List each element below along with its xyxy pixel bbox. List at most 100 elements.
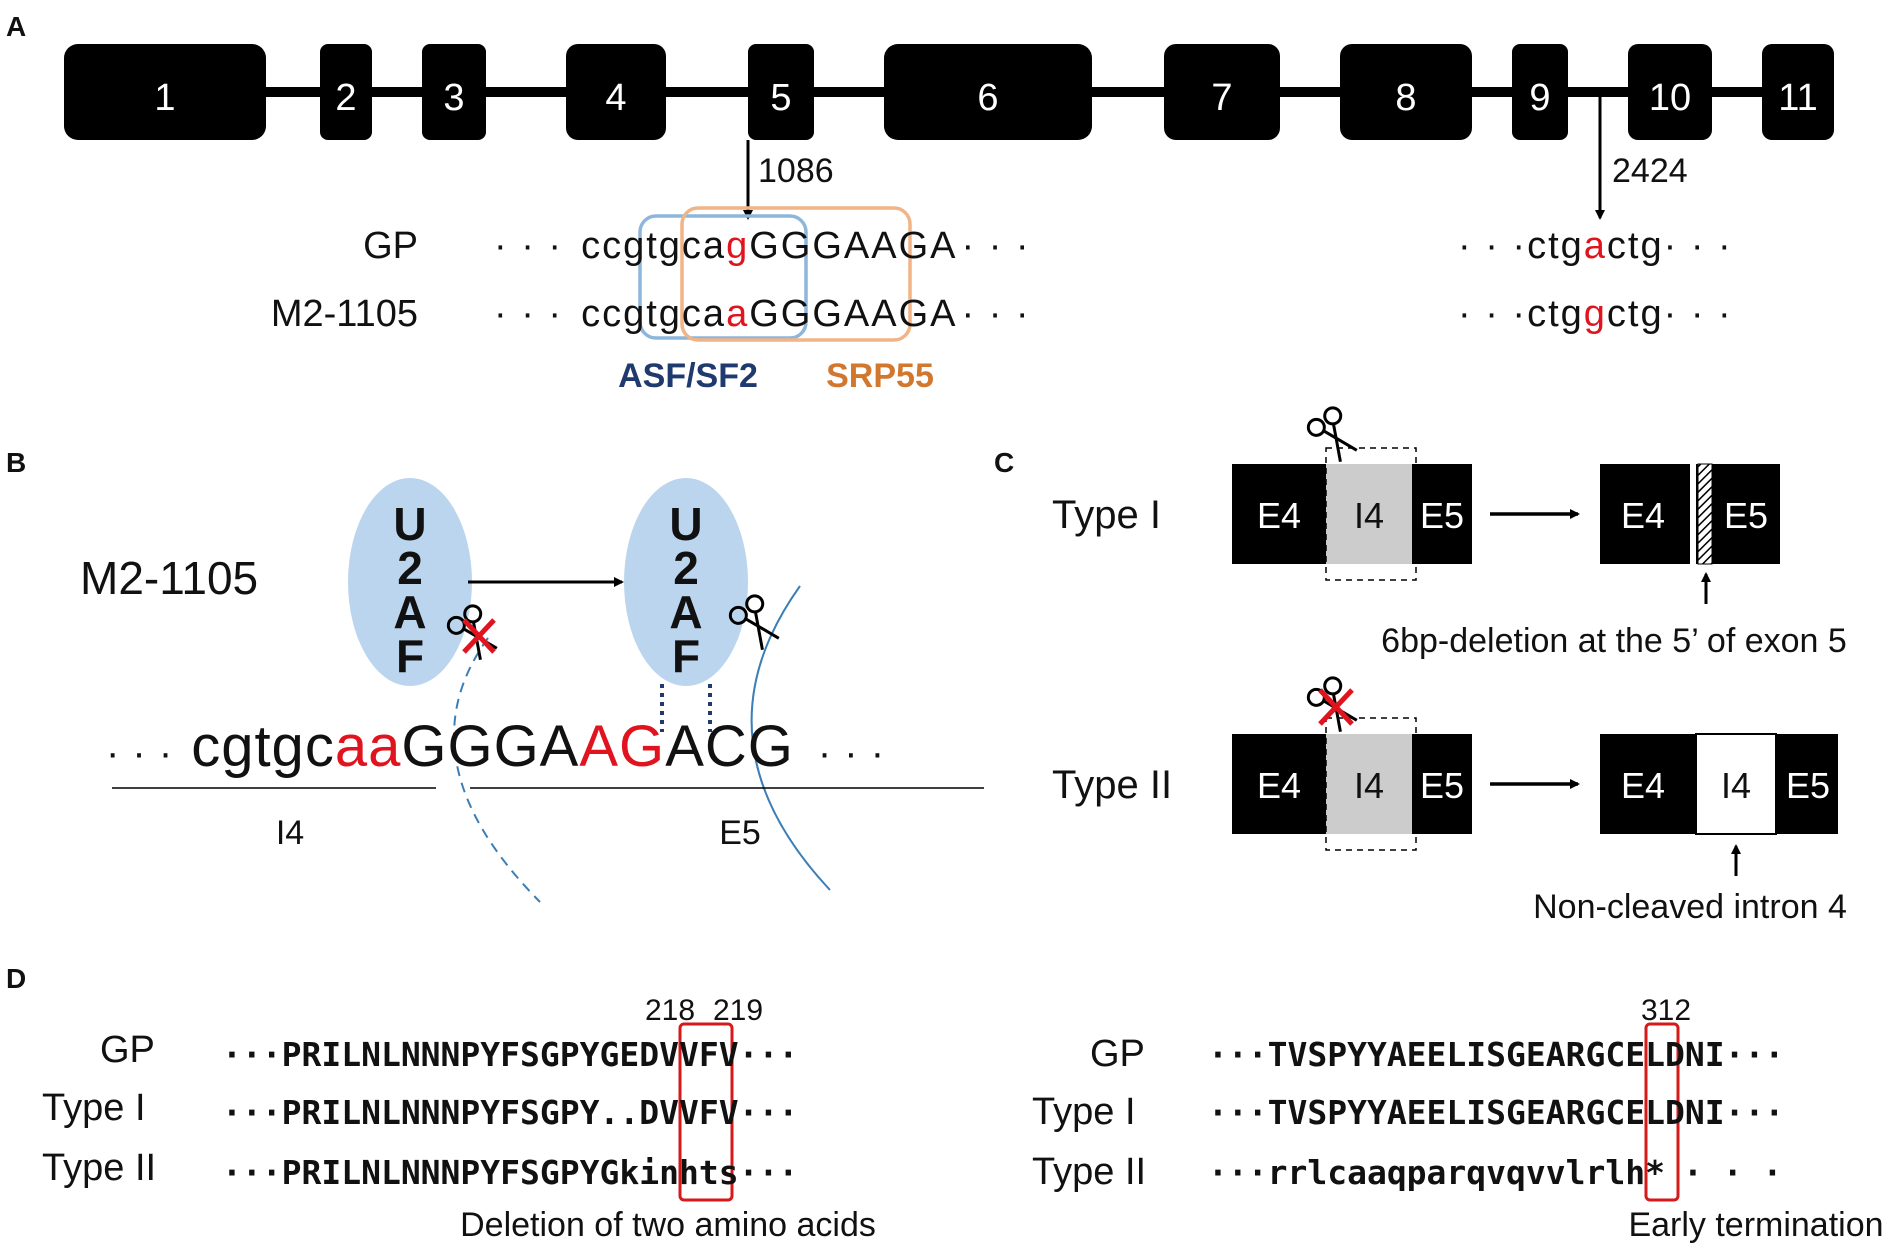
- srp55-box: [680, 206, 912, 342]
- m2-1105-mutation-base: a: [726, 293, 749, 335]
- row-label-m2-1105: M2-1105: [271, 293, 418, 335]
- u2af-complex-original: [348, 478, 472, 686]
- svg-text:I4: I4: [1721, 765, 1751, 806]
- cleavage-arc-original: [453, 637, 541, 903]
- panel-a-label: A: [6, 11, 26, 42]
- scissors-icon-active: [728, 594, 780, 651]
- svg-text:E4: E4: [1621, 495, 1665, 536]
- u2af2-letter-f: F: [672, 630, 700, 682]
- left-note: Deletion of two amino acids: [460, 1206, 876, 1244]
- panel-b-title: M2-1105: [80, 552, 258, 604]
- m2-1105-sequence-right: · · ·ctggctg· · ·: [1458, 293, 1733, 335]
- svg-text:I4: I4: [1354, 495, 1384, 536]
- type1-mrna: E4 E5: [1600, 463, 1780, 565]
- m2-1105-sequence: · · ·ccgtgcaaGGGAAGA· · ·: [494, 293, 1031, 335]
- block-x-icon-c: [1318, 688, 1354, 726]
- right-seq-type2: ···rrlcaaqparqvqvvlrlh*· · ·: [1208, 1153, 1782, 1192]
- right-seq-gp: ···TVSPYYAEELISGEARGCELDNI···: [1208, 1035, 1784, 1074]
- exon-label-7: 7: [1211, 77, 1232, 119]
- left-position-219: 219: [713, 994, 763, 1027]
- position-label-1086: 1086: [758, 152, 834, 190]
- type2-label: Type II: [1052, 763, 1172, 807]
- gp-mutation-base: g: [726, 225, 749, 267]
- u2af-complex-shifted: [624, 478, 748, 686]
- exon-3: [422, 44, 486, 140]
- svg-text:E5: E5: [1724, 495, 1768, 536]
- exon-label-2: 2: [335, 77, 356, 119]
- exon-label-4: 4: [605, 77, 626, 119]
- svg-text:E4: E4: [1257, 765, 1301, 806]
- type1-label: Type I: [1052, 493, 1161, 537]
- right-highlight-box: [1644, 1022, 1680, 1202]
- exon-7: [1164, 44, 1280, 140]
- u2af1-letter-2: 2: [397, 542, 423, 594]
- u2af1-letter-u: U: [393, 498, 426, 550]
- panel-d: D 218 219 GP Type I Type II ···PRILNLNNN…: [6, 963, 1884, 1244]
- svg-text:E5: E5: [1420, 495, 1464, 536]
- panel-d-label: D: [6, 963, 26, 994]
- type1-note: 6bp-deletion at the 5’ of exon 5: [1381, 622, 1847, 660]
- svg-text:E5: E5: [1420, 765, 1464, 806]
- left-position-218: 218: [645, 994, 695, 1027]
- left-row-label-gp: GP: [100, 1029, 155, 1071]
- cleavage-arc-new: [750, 585, 831, 891]
- left-seq-type1: ···PRILNLNNNPYFSGPY..DVVFV···: [222, 1093, 798, 1132]
- u2af2-letter-u: U: [669, 498, 702, 550]
- m2-1105-mutation-base-right: g: [1584, 293, 1607, 335]
- position-label-2424: 2424: [1612, 152, 1688, 190]
- left-seq-gp: ···PRILNLNNNPYFSGPYGEDVVFV···: [222, 1035, 798, 1074]
- right-note: Early termination: [1628, 1206, 1883, 1244]
- svg-text:E5: E5: [1786, 765, 1830, 806]
- u2af2-letter-2: 2: [673, 542, 699, 594]
- exon-label-9: 9: [1529, 77, 1550, 119]
- type2-note: Non-cleaved intron 4: [1533, 888, 1847, 926]
- u2af1-letter-f: F: [396, 630, 424, 682]
- row-label-gp: GP: [363, 225, 418, 267]
- exon-8: [1340, 44, 1472, 140]
- exon-label-5: 5: [770, 77, 791, 119]
- gene-structure: 1 2 3 4 5 6 7 8 9 10 11: [64, 44, 1834, 140]
- type2-pre-mrna: E4 I4 E5: [1232, 717, 1472, 851]
- panel-b-mutation-aa: aa: [335, 714, 402, 779]
- left-highlight-box: [678, 1022, 734, 1202]
- block-x-icon-b: [462, 618, 496, 654]
- panel-c-label: C: [994, 447, 1014, 478]
- type2-mrna: E4 I4 E5: [1600, 733, 1838, 835]
- exon-label-1: 1: [154, 77, 175, 119]
- svg-text:E4: E4: [1257, 495, 1301, 536]
- left-seq-type2: ···PRILNLNNNPYFSGPYGkinhts···: [222, 1153, 798, 1192]
- asf-sf2-label: ASF/SF2: [618, 357, 758, 395]
- asf-sf2-box: [638, 214, 808, 340]
- panel-b-intron-label: I4: [276, 814, 304, 852]
- panel-b: B M2-1105 U 2 A F U 2 A F: [6, 447, 984, 903]
- panel-b-new-splice-site: AG: [579, 714, 665, 779]
- gp-sequence-right: · · ·ctgactg· · ·: [1458, 225, 1733, 267]
- exon-10: [1628, 44, 1712, 140]
- panel-a: A 1 2 3 4 5 6 7 8 9 10: [6, 11, 1834, 395]
- exon-label-3: 3: [443, 77, 464, 119]
- exon-1: [64, 44, 266, 140]
- u2af2-letter-a: A: [669, 586, 702, 638]
- exon-5: [748, 44, 814, 140]
- left-row-label-type2: Type II: [42, 1147, 156, 1189]
- type1-pre-mrna: E4 I4 E5: [1232, 447, 1472, 581]
- left-row-label-type1: Type I: [42, 1087, 146, 1129]
- svg-text:E4: E4: [1621, 765, 1665, 806]
- srp55-label: SRP55: [826, 357, 934, 395]
- exon-label-11: 11: [1778, 77, 1817, 119]
- panel-b-label: B: [6, 447, 26, 478]
- right-row-label-type1: Type I: [1032, 1091, 1136, 1133]
- right-position-312: 312: [1641, 994, 1691, 1027]
- right-row-label-gp: GP: [1090, 1033, 1145, 1075]
- exon-label-10: 10: [1649, 77, 1691, 119]
- exon-2: [320, 44, 372, 140]
- gp-mutation-base-right: a: [1584, 225, 1607, 267]
- exon-label-8: 8: [1395, 77, 1416, 119]
- svg-text:I4: I4: [1354, 765, 1384, 806]
- panel-c: C Type I E4 I4 E5 E4 E5 6bp-deletion at: [994, 406, 1847, 926]
- exon-9: [1512, 44, 1568, 140]
- panel-b-exon-label: E5: [719, 814, 761, 852]
- scissors-icon-type1: [1306, 406, 1358, 463]
- exon-4: [566, 44, 666, 140]
- right-seq-type1: ···TVSPYYAEELISGEARGCELDNI···: [1208, 1093, 1784, 1132]
